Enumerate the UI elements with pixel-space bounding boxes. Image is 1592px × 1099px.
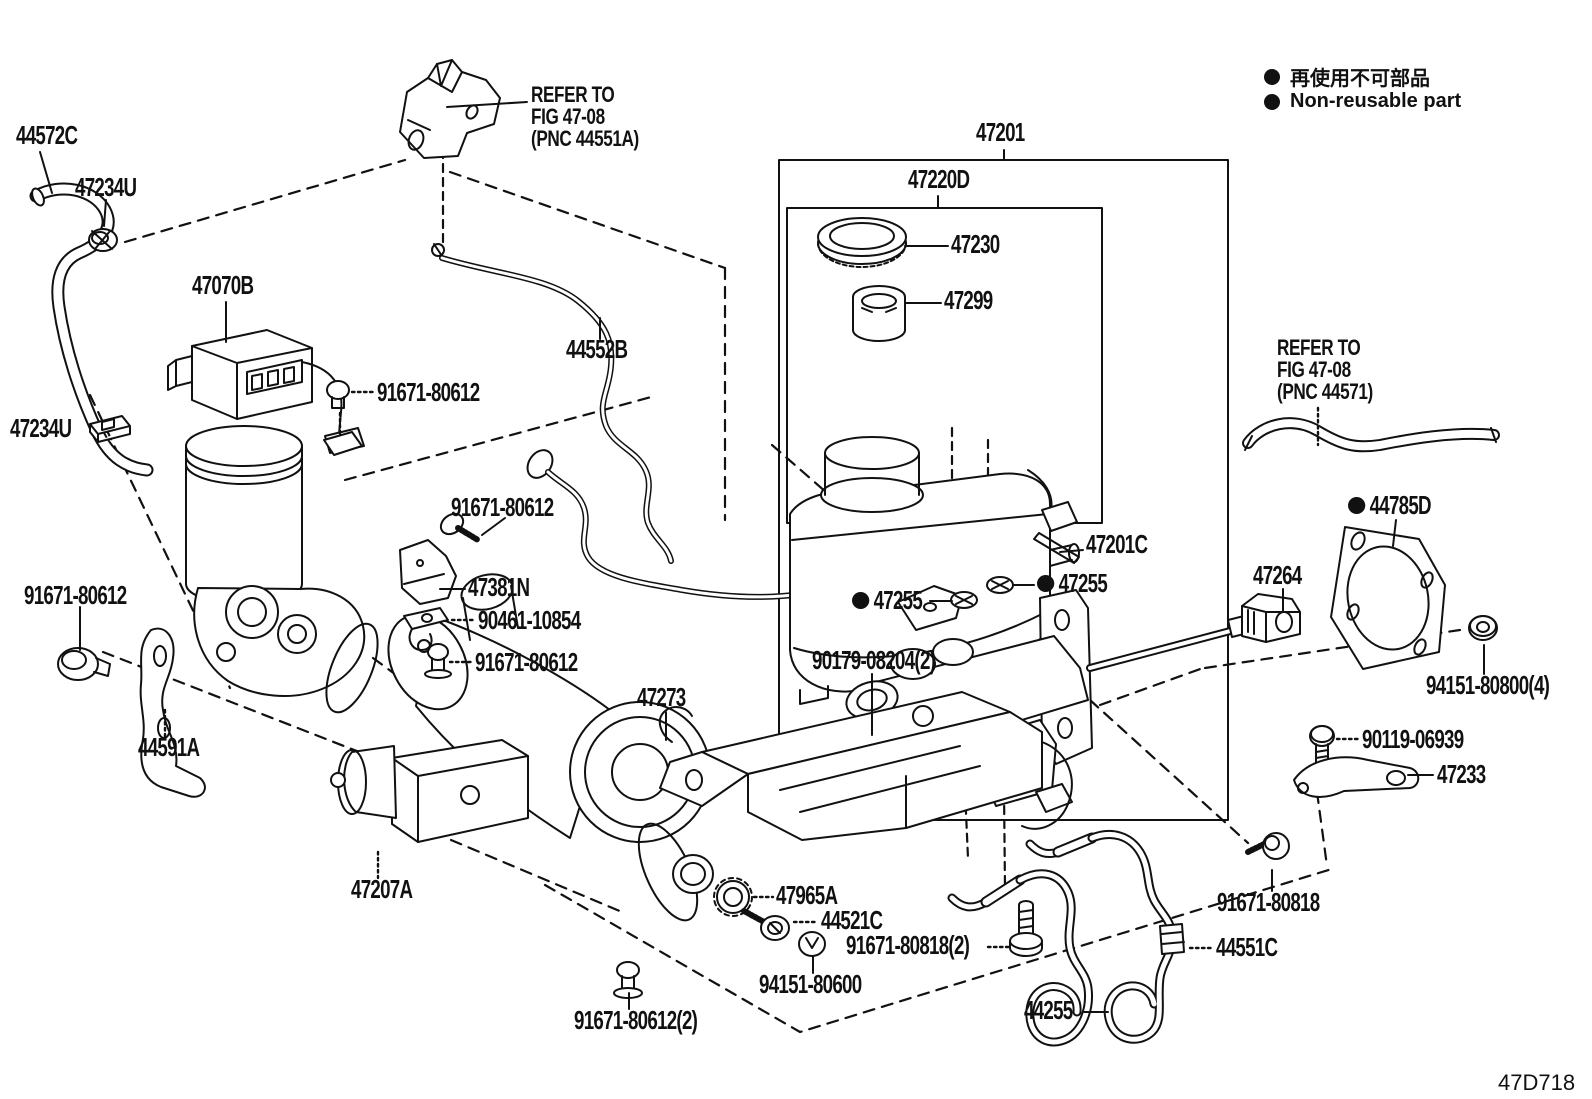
callout-44591A[interactable]: 44591A [138, 732, 200, 762]
callout-47255-left[interactable]: 47255 [852, 585, 923, 615]
legend-text-en: Non-reusable part [1290, 90, 1462, 112]
callout-90119-06939[interactable]: 90119-06939 [1362, 724, 1464, 754]
callout-91671-80612-c[interactable]: 91671-80612 [475, 647, 578, 677]
note-line: FIG 47-08 [531, 104, 605, 129]
legend-text-jp: 再使用不可部品 [1290, 68, 1430, 90]
leader-lines [39, 101, 1485, 1013]
non-reusable-dot-icon [1264, 93, 1280, 110]
callout-91671-80612-a[interactable]: 91671-80612 [377, 377, 480, 407]
bracket-47273-drawing [658, 691, 1073, 894]
callout-47234U-left[interactable]: 47234U [10, 413, 72, 443]
hoses-44255-44551C-drawing [947, 830, 1185, 1047]
figure-code: 47D718 [1498, 1070, 1576, 1095]
small-fasteners-drawing [57, 380, 481, 798]
callout-44521C[interactable]: 44521C [821, 905, 883, 935]
callout-90179-08204[interactable]: 90179-08204(2) [812, 645, 936, 675]
callout-47233[interactable]: 47233 [1437, 759, 1486, 789]
part-number: 47255 [1058, 568, 1108, 598]
pump-47070B-drawing [167, 329, 366, 697]
note-line: (PNC 44551A) [531, 126, 639, 151]
callout-47230[interactable]: 47230 [951, 229, 1000, 259]
bolt-90119-06939-drawing [1309, 725, 1335, 767]
callout-47234U-top[interactable]: 47234U [75, 172, 137, 202]
callout-47273[interactable]: 47273 [637, 682, 686, 712]
cap-47230-drawing [817, 217, 907, 268]
callout-47255-right[interactable]: 47255 [1037, 568, 1108, 598]
callout-44552B[interactable]: 44552B [566, 334, 628, 364]
callout-47220D[interactable]: 47220D [908, 164, 970, 194]
bolt-91671-80818x2-drawing [1009, 900, 1043, 957]
callout-91671-80818[interactable]: 91671-80818 [1217, 887, 1320, 917]
callout-47381N[interactable]: 47381N [468, 572, 530, 602]
callout-44255[interactable]: 44255 [1024, 995, 1073, 1025]
non-reusable-dot-icon [1348, 496, 1366, 514]
callout-91671-80612x2[interactable]: 91671-80612(2) [574, 1005, 698, 1035]
callout-44551C[interactable]: 44551C [1216, 932, 1278, 962]
legend-non-reusable-jp: 再使用不可部品 [1264, 62, 1430, 91]
legend-non-reusable-en: Non-reusable part [1264, 90, 1461, 113]
bracket-47264-drawing [1241, 593, 1301, 643]
bolt-91671-80612x2-drawing [613, 961, 643, 999]
note-refer-fig47-08-pnc44551A: REFER TO FIG 47-08 (PNC 44551A) [531, 84, 639, 150]
pin-47201C-drawing [1033, 532, 1080, 564]
note-line: (PNC 44571) [1277, 379, 1373, 404]
nut-94151-80800-drawing [1468, 615, 1498, 641]
motor-47207A-drawing [330, 739, 529, 843]
callout-47201[interactable]: 47201 [976, 117, 1025, 147]
part-number: 47255 [873, 585, 923, 615]
note-line: REFER TO [1277, 335, 1361, 360]
grommet-47965A-drawing [713, 877, 753, 917]
tube-44552B-drawing [439, 255, 805, 600]
callout-47207A[interactable]: 47207A [351, 874, 413, 904]
callout-94151-80800[interactable]: 94151-80800(4) [1426, 670, 1550, 700]
bolt-91671-80818-drawing [1245, 832, 1290, 860]
gasket-44785D-drawing [1330, 526, 1446, 670]
non-reusable-dot-icon [852, 591, 870, 609]
bolt-44521C-drawing [741, 908, 790, 941]
callout-94151-80600[interactable]: 94151-80600 [759, 969, 862, 999]
note-refer-fig47-08-pnc44571: REFER TO FIG 47-08 (PNC 44571) [1277, 337, 1373, 403]
non-reusable-dot-icon [1037, 574, 1055, 592]
callout-44785D[interactable]: 44785D [1348, 490, 1432, 520]
callout-91671-80612-b[interactable]: 91671-80612 [451, 492, 554, 522]
callout-91671-80612-d[interactable]: 91671-80612 [24, 580, 127, 610]
callout-47965A[interactable]: 47965A [776, 880, 838, 910]
callout-47264[interactable]: 47264 [1253, 560, 1302, 590]
part-number: 44785D [1369, 490, 1432, 520]
nut-94151-80600-drawing [798, 931, 826, 957]
callout-47299[interactable]: 47299 [944, 285, 993, 315]
grommet-47299-drawing [852, 285, 906, 342]
reservoir-tank-drawing [789, 436, 1080, 713]
bracket-44551A-drawing [399, 59, 501, 257]
booster-pump-drawing [325, 573, 711, 922]
note-line: REFER TO [531, 82, 615, 107]
callout-90461-10854[interactable]: 90461-10854 [478, 605, 581, 635]
callout-47070B[interactable]: 47070B [192, 270, 254, 300]
hose-44571-drawing [1242, 417, 1500, 453]
note-line: FIG 47-08 [1277, 357, 1351, 382]
callout-91671-80818x2[interactable]: 91671-80818(2) [846, 930, 970, 960]
grommets-47255-drawing [950, 576, 1014, 609]
callout-44572C[interactable]: 44572C [16, 120, 78, 150]
clamp-47234U-top-drawing [88, 228, 118, 252]
callout-47201C[interactable]: 47201C [1086, 529, 1148, 559]
non-reusable-dot-icon [1264, 68, 1280, 85]
arm-47233-drawing [1293, 756, 1420, 798]
